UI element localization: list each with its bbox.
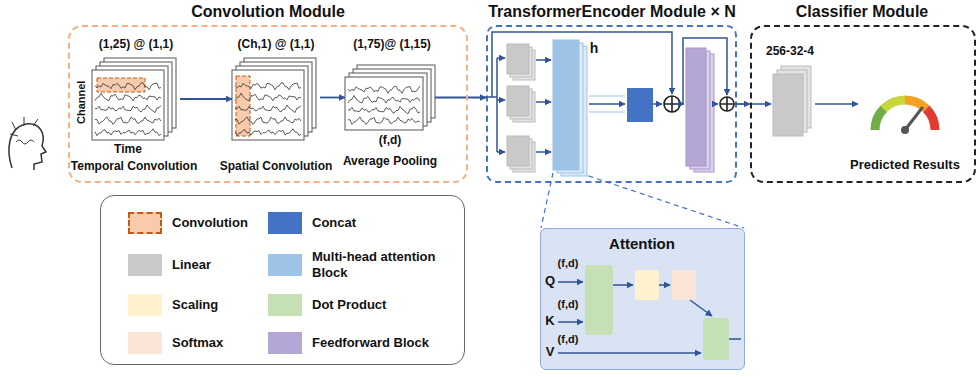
node-label: (f,d) — [379, 134, 402, 148]
diagram-label: (f,d) — [558, 257, 579, 270]
signal-panel: (1,25) @ (1,1)TimeTemporal Convolution — [92, 58, 180, 140]
legend-text: Convolution — [172, 215, 262, 231]
legend-text: Scaling — [172, 297, 262, 313]
legend-text: Dot Product — [312, 297, 460, 313]
legend-swatch — [268, 332, 302, 354]
node-label: Average Pooling — [343, 155, 437, 169]
flow-arrow — [737, 103, 750, 105]
node-label: Time — [114, 143, 142, 157]
node-drawing — [486, 25, 737, 183]
legend-text: Linear — [172, 257, 262, 273]
node-drawing — [232, 58, 320, 140]
node-label: (Ch,1) @ (1,1) — [237, 38, 314, 52]
legend-swatch — [268, 212, 302, 234]
legend-swatch — [128, 332, 162, 354]
legend-text: Feedforward Block — [312, 335, 460, 351]
diagram-label: h — [590, 40, 599, 56]
flow-arrow — [320, 97, 345, 99]
legend-swatch — [268, 254, 302, 276]
module-title: Attention — [609, 235, 675, 252]
flow-arrow — [180, 98, 232, 100]
head-icon — [9, 117, 46, 170]
node-label: (1,25) @ (1,1) — [99, 38, 173, 52]
legend-swatch — [128, 294, 162, 316]
diagram-label: (f,d) — [558, 298, 579, 311]
module-title: Classifier Module — [796, 3, 928, 21]
diagram-label: Channel — [75, 81, 88, 124]
module-box: TransformerEncoder Module × N — [486, 25, 737, 183]
legend-text: Multi-head attention Block — [312, 249, 460, 280]
diagram-label: V — [546, 345, 555, 360]
module-box: Convolution Module(1,25) @ (1,1)TimeTemp… — [68, 25, 468, 183]
node-label: Temporal Convolution — [71, 160, 197, 174]
signal-panel: (1,75)@ (1,15)(f,d)Average Pooling — [345, 65, 435, 130]
node-label: 256-32-4 — [766, 45, 814, 59]
legend-swatch — [268, 294, 302, 316]
node-label: Spatial Convolution — [220, 160, 333, 174]
legend-swatch — [128, 212, 162, 234]
diagram-label: (f,d) — [558, 333, 579, 346]
node-drawing — [345, 65, 435, 130]
diagram-label: Q — [545, 274, 555, 289]
flow-arrow — [435, 97, 486, 99]
diagram-label: Predicted Results — [850, 158, 960, 173]
node-label: (1,75)@ (1,15) — [353, 38, 431, 52]
legend-swatch — [128, 254, 162, 276]
module-title: Convolution Module — [191, 3, 345, 21]
module-title: TransformerEncoder Module × N — [488, 3, 736, 21]
legend-text: Concat — [312, 215, 460, 231]
signal-panel: (Ch,1) @ (1,1)Spatial Convolution — [232, 58, 320, 140]
node-drawing — [92, 58, 180, 140]
diagram-label: K — [545, 314, 554, 329]
legend-text: Softmax — [172, 335, 262, 351]
